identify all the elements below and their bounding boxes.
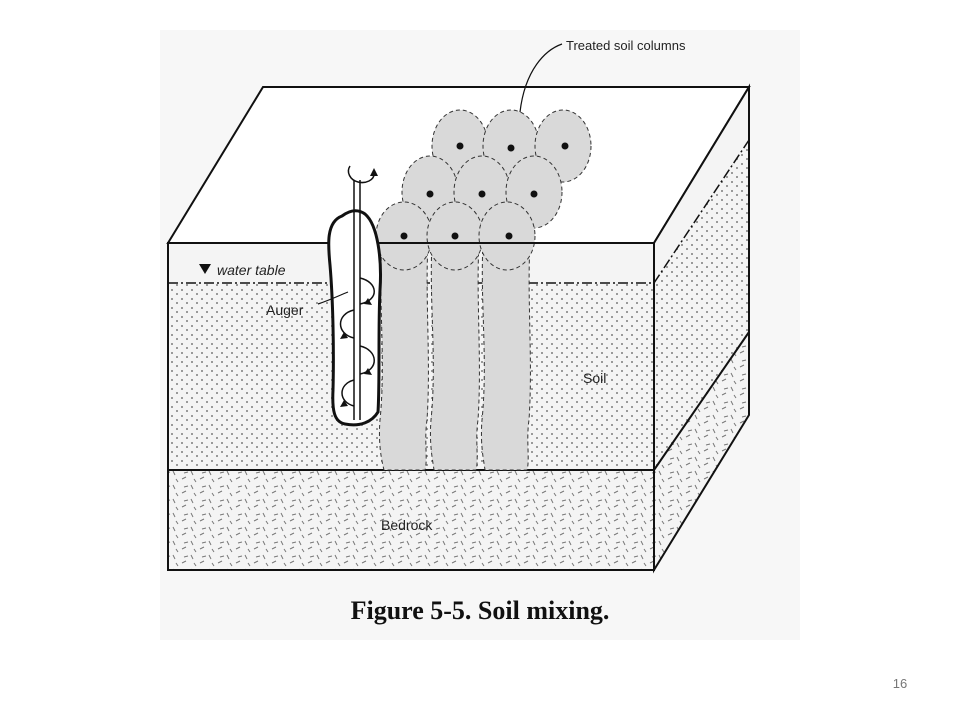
water-table-icon: [199, 264, 211, 274]
bedrock-boundary-side: [653, 331, 750, 471]
label-soil: Soil: [583, 370, 606, 386]
figure-caption: Figure 5-5. Soil mixing.: [350, 596, 610, 625]
soil-texture-side: [654, 140, 749, 470]
rotation-arrowhead: [370, 168, 378, 176]
treated-column-2: [429, 242, 480, 471]
label-auger: Auger: [266, 302, 304, 318]
water-table-line-side: [653, 139, 750, 284]
treated-columns-leader: [519, 43, 563, 113]
treated-column-1: [379, 242, 429, 471]
bedrock-texture-side: [654, 332, 749, 570]
treated-column-3: [480, 242, 531, 471]
label-bedrock: Bedrock: [381, 517, 433, 533]
page-number: 16: [892, 676, 908, 691]
bedrock-texture-front: [168, 470, 654, 570]
label-water-table: water table: [217, 262, 286, 278]
column-centers: [400, 142, 569, 240]
auger-flights: [339, 277, 375, 407]
rotation-arrow: [347, 165, 375, 184]
block-side-outline: [653, 83, 750, 574]
auger-leader: [317, 291, 349, 305]
auger-flow-arrows: [340, 298, 372, 407]
label-treated-soil-columns: Treated soil columns: [566, 38, 686, 53]
